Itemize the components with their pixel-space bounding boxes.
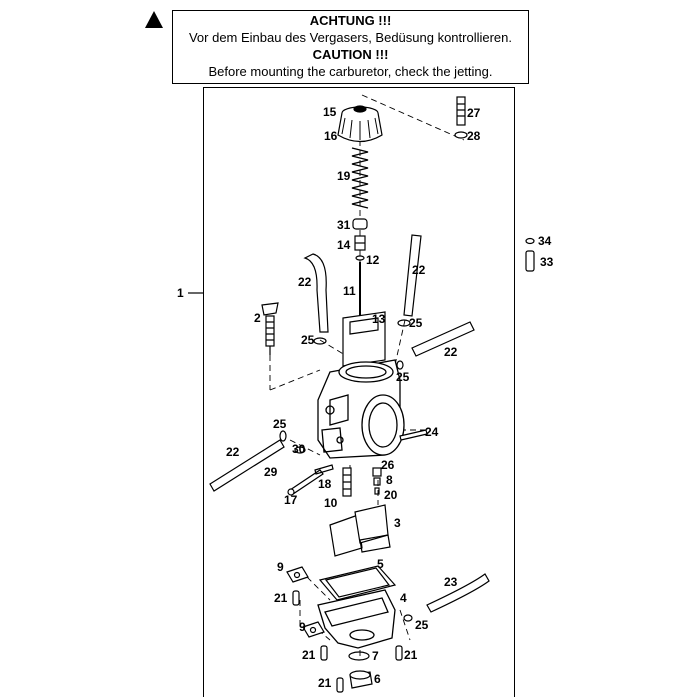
callout-20: 20 <box>384 488 398 502</box>
callout-14: 14 <box>337 238 351 252</box>
callout-16: 16 <box>324 129 338 143</box>
warning-triangle-icon <box>145 11 163 28</box>
callout-7: 7 <box>372 649 379 663</box>
callout-26: 26 <box>381 458 395 472</box>
callout-1: 1 <box>177 286 184 300</box>
adjusting-screw <box>454 96 468 139</box>
jets <box>342 467 382 497</box>
slide-spring <box>351 147 369 209</box>
notice-title-en: CAUTION !!! <box>312 47 389 62</box>
callout-4: 4 <box>400 591 407 605</box>
hose-clips <box>279 319 413 622</box>
callout-34: 34 <box>538 234 552 248</box>
callout-18: 18 <box>318 477 332 491</box>
float-bowl <box>317 589 396 649</box>
callout-21-b: 21 <box>302 648 316 662</box>
callout-31: 31 <box>337 218 351 232</box>
callout-8: 8 <box>386 473 393 487</box>
assembly-frame <box>203 87 515 697</box>
callout-6: 6 <box>374 672 381 686</box>
callout-3: 3 <box>394 516 401 530</box>
callout-25-d: 25 <box>273 417 287 431</box>
callout-25-c: 25 <box>396 370 410 384</box>
callout-22-mid: 22 <box>444 345 458 359</box>
idle-screw <box>261 302 279 355</box>
callout-21-a: 21 <box>274 591 288 605</box>
callout-17: 17 <box>284 493 298 507</box>
callout-13: 13 <box>372 312 386 326</box>
bowl-plates <box>286 566 325 638</box>
callout-9-top: 9 <box>277 560 284 574</box>
callout-19: 19 <box>337 169 351 183</box>
callout-5: 5 <box>377 557 384 571</box>
needle-assembly <box>352 218 368 325</box>
callout-28: 28 <box>467 129 481 143</box>
callout-25-a: 25 <box>409 316 423 330</box>
callout-10: 10 <box>324 496 338 510</box>
float-bowl-gasket <box>318 565 397 601</box>
carburetor-cap <box>337 105 383 143</box>
callout-22-left: 22 <box>298 275 312 289</box>
float-assembly <box>329 504 391 557</box>
callout-24: 24 <box>425 425 439 439</box>
callout-12: 12 <box>366 253 380 267</box>
callout-21-d: 21 <box>318 676 332 690</box>
callout-30: 30 <box>292 442 306 456</box>
callout-25-e: 25 <box>415 618 429 632</box>
carburetor-body <box>317 359 405 459</box>
notice-title-de: ACHTUNG !!! <box>309 13 392 28</box>
caution-notice: ACHTUNG !!! Vor dem Einbau des Vergasers… <box>172 10 529 84</box>
callout-15: 15 <box>323 105 337 119</box>
throttle-slide <box>342 311 386 367</box>
drain-screw-24 <box>399 429 428 441</box>
callout-21-c: 21 <box>404 648 418 662</box>
callout-33: 33 <box>540 255 554 269</box>
callout-25-b: 25 <box>301 333 315 347</box>
drain-plug <box>349 670 373 689</box>
callout-11: 11 <box>343 284 356 298</box>
callout-2: 2 <box>254 311 261 325</box>
callout-9-bottom: 9 <box>299 620 306 634</box>
vent-hoses <box>209 234 490 613</box>
mixture-screws <box>287 446 334 496</box>
notice-text-en: Before mounting the carburetor, check th… <box>208 64 493 79</box>
bowl-screws <box>292 590 403 693</box>
callout-22-low: 22 <box>226 445 240 459</box>
callout-22-right: 22 <box>412 263 426 277</box>
callout-29: 29 <box>264 465 278 479</box>
callout-23: 23 <box>444 575 458 589</box>
callout-27: 27 <box>467 106 481 120</box>
notice-text-de: Vor dem Einbau des Vergasers, Bedüsung k… <box>188 30 513 45</box>
